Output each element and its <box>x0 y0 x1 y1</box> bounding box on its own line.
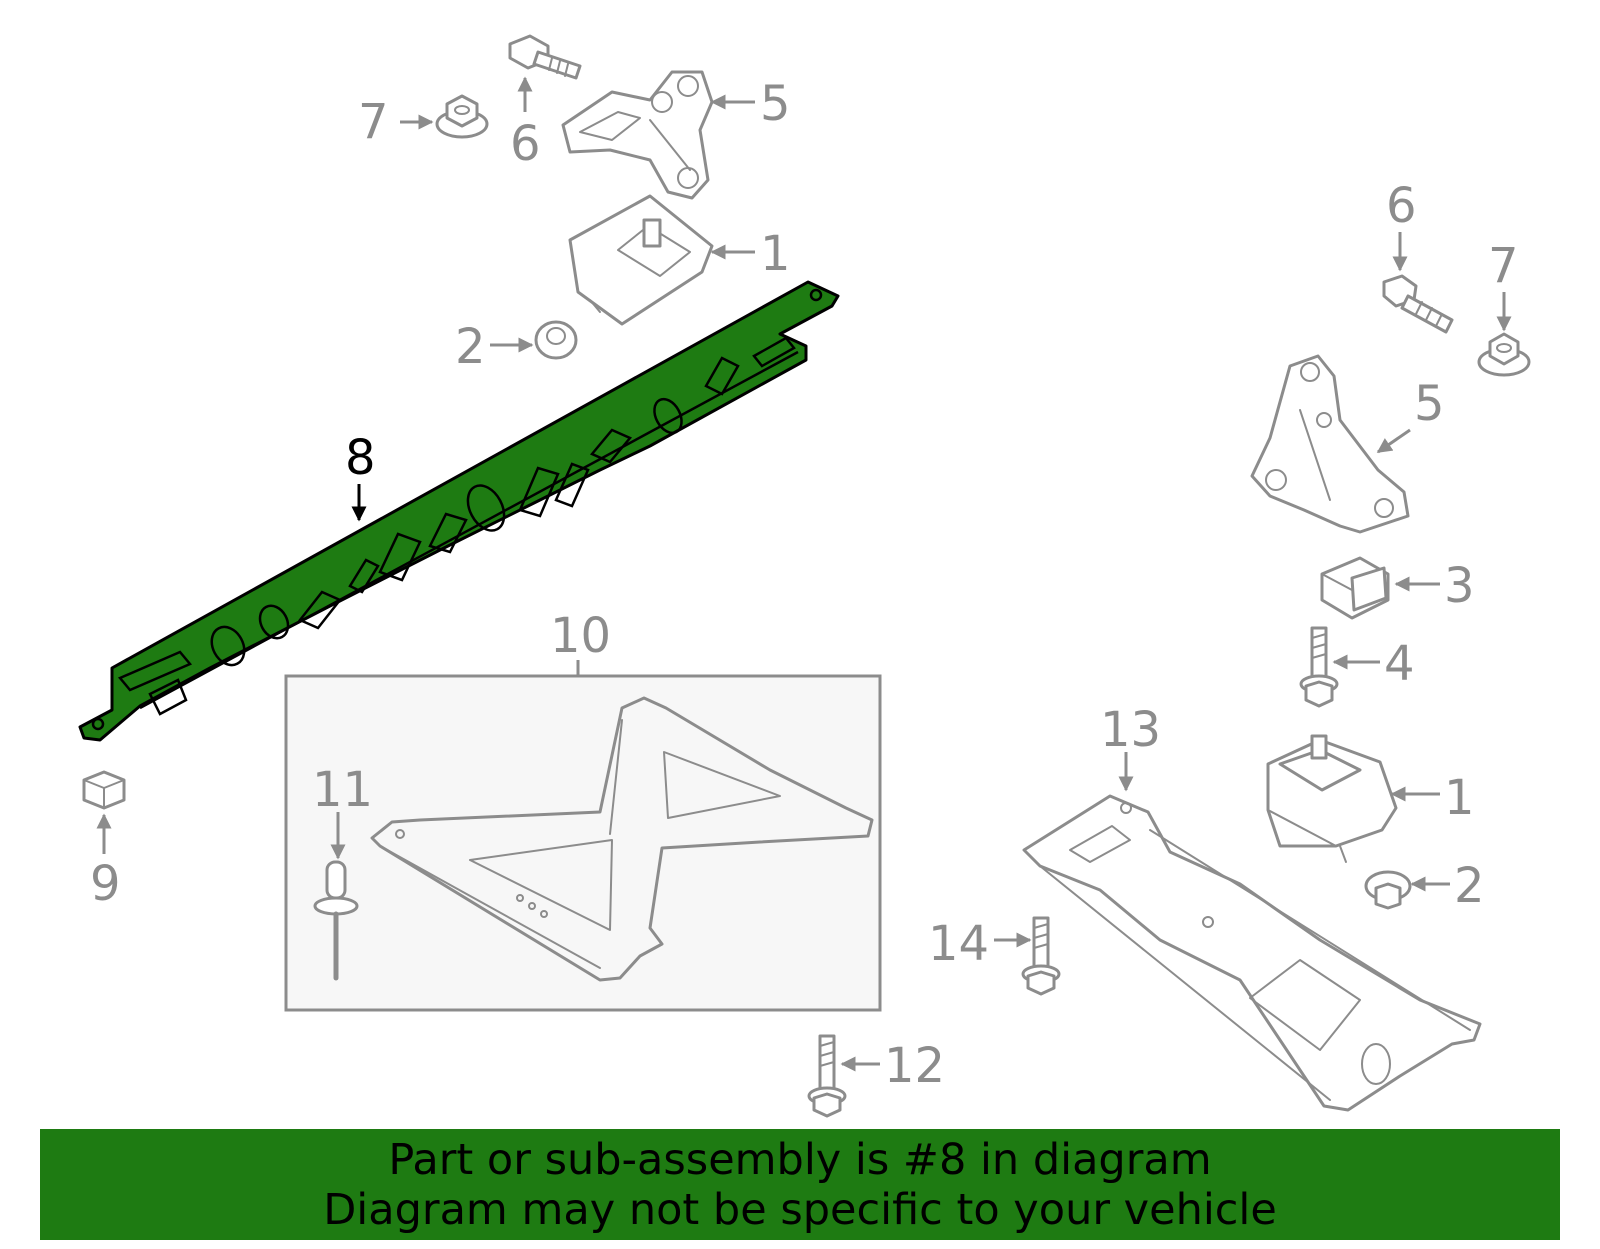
part-6-bolt-right <box>1382 274 1454 334</box>
callout-4: 4 <box>1384 636 1415 692</box>
part-13-crossmember-rear <box>1022 794 1482 1112</box>
part-8-crossmember <box>78 280 840 742</box>
part-12-bolt <box>807 1034 847 1118</box>
callout-3: 3 <box>1444 558 1475 614</box>
info-banner: Part or sub-assembly is #8 in diagram Di… <box>40 1129 1560 1240</box>
callout-1-top: 1 <box>760 226 791 282</box>
callout-9: 9 <box>90 856 121 912</box>
part-2-nut-right <box>1364 870 1412 910</box>
callout-10: 10 <box>550 608 611 664</box>
banner-line-1: Part or sub-assembly is #8 in diagram <box>388 1134 1212 1185</box>
callout-2-top: 2 <box>455 319 486 375</box>
callout-7-left: 7 <box>358 94 389 150</box>
callout-7-right: 7 <box>1488 238 1519 294</box>
callout-11: 11 <box>312 762 373 818</box>
part-6-bolt-left <box>508 34 582 80</box>
callout-8: 8 <box>345 430 376 486</box>
part-5-bracket-left <box>561 70 714 200</box>
part-4-stud <box>1299 626 1339 708</box>
banner-line-2: Diagram may not be specific to your vehi… <box>323 1184 1277 1235</box>
part-3-insulator <box>1320 556 1390 620</box>
callout-14: 14 <box>928 916 989 972</box>
part-7-nut-right <box>1477 332 1531 377</box>
part-2-nut-top <box>534 320 578 360</box>
callout-6-left: 6 <box>510 116 541 172</box>
part-7-nut-left <box>435 94 489 139</box>
callout-12: 12 <box>884 1038 945 1094</box>
callout-5-left: 5 <box>760 76 791 132</box>
part-1-mount-top <box>568 194 714 326</box>
callout-6-right: 6 <box>1386 178 1417 234</box>
leader-5-right <box>1376 428 1411 454</box>
callout-2-right: 2 <box>1454 858 1485 914</box>
part-5-bracket-right <box>1250 354 1410 534</box>
callout-13: 13 <box>1100 702 1161 758</box>
part-10-shield <box>370 696 874 982</box>
part-14-bolt <box>1021 916 1061 996</box>
callout-1-right: 1 <box>1444 770 1475 826</box>
part-1-mount-right <box>1266 734 1398 863</box>
callout-5-right: 5 <box>1414 376 1445 432</box>
part-9-nut <box>82 770 126 810</box>
part-11-rivet <box>313 860 359 981</box>
